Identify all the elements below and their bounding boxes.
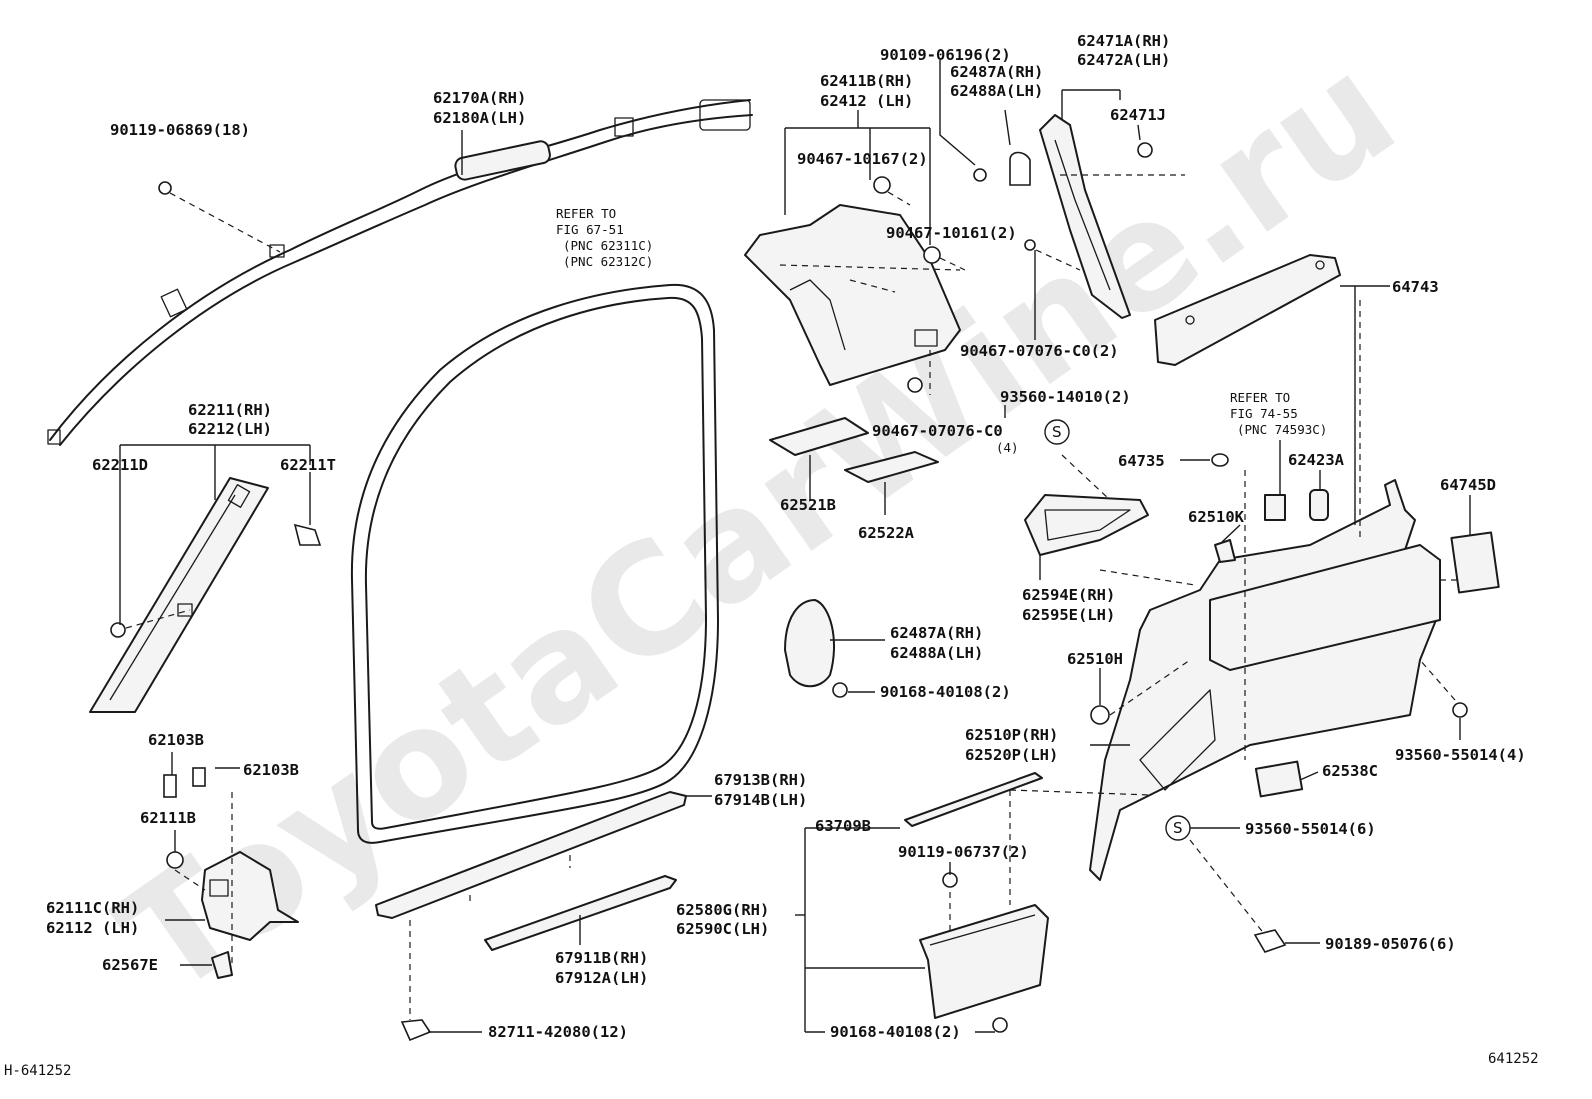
service-hole-cover [784, 599, 836, 688]
label-90168-40108-bottom: 90168-40108(2) [830, 1023, 961, 1041]
label-62522A: 62522A [858, 524, 915, 542]
clip-62510K [1214, 539, 1236, 563]
s-mark-upper-text: S [1052, 423, 1062, 441]
label-62111C: 62111C(RH) [46, 899, 139, 917]
scuff-plate-front [375, 791, 687, 1020]
label-62538C: 62538C [1322, 762, 1378, 780]
label-82711-42080: 82711-42080(12) [488, 1023, 628, 1041]
label-90119-06869: 90119-06869(18) [110, 121, 250, 139]
s-mark-lower-text: S [1173, 819, 1183, 837]
rear-quarter-trim [1089, 300, 1470, 881]
label-62471A: 62471A(RH) [1077, 32, 1170, 50]
label-62488A-top: 62488A(LH) [950, 82, 1043, 100]
label-62112: 62112 (LH) [46, 919, 139, 937]
deck-side-box [919, 790, 1049, 1019]
label-90168-40108-mid: 90168-40108(2) [880, 683, 1011, 701]
label-62103B-a: 62103B [148, 731, 204, 749]
ref-fig-74-55-line1: REFER TO [1230, 390, 1290, 405]
label-62580G: 62580G(RH) [676, 901, 769, 919]
label-62510H: 62510H [1067, 650, 1123, 668]
label-62412: 62412 (LH) [820, 92, 913, 110]
label-62567E: 62567E [102, 956, 158, 974]
label-62487A-mid: 62487A(RH) [890, 624, 983, 642]
label-67911B: 67911B(RH) [555, 949, 648, 967]
label-62211T: 62211T [280, 456, 336, 474]
cap-64735 [1211, 453, 1229, 467]
label-62590C: 62590C(LH) [676, 920, 769, 938]
felt-pad-62522A [844, 451, 939, 483]
label-62471J: 62471J [1110, 106, 1166, 124]
quarter-pillar-garnish [1039, 114, 1185, 319]
door-weatherstrip [350, 283, 719, 844]
label-67914B: 67914B(LH) [714, 791, 807, 809]
label-90109-06196: 90109-06196(2) [880, 46, 1011, 64]
label-90467-07076-b: 90467-07076-C0 [872, 422, 1003, 440]
s-mark-upper [1044, 419, 1070, 445]
ref-fig-67-51-line4: (PNC 62312C) [563, 254, 653, 269]
label-62472A: 62472A(LH) [1077, 51, 1170, 69]
label-90467-07076-b-qty: (4) [996, 440, 1019, 455]
label-64743: 64743 [1392, 278, 1439, 296]
center-pillar-garnish [744, 204, 961, 386]
label-62180A: 62180A(LH) [433, 109, 526, 127]
label-62111B: 62111B [140, 809, 196, 827]
label-90467-10167: 90467-10167(2) [797, 150, 928, 168]
label-93560-55014-4: 93560-55014(4) [1395, 746, 1526, 764]
scuff-plate-lower [484, 875, 677, 951]
label-62211: 62211(RH) [188, 401, 272, 419]
pad-62423A [1309, 489, 1329, 521]
label-62423A: 62423A [1288, 451, 1345, 469]
label-67913B: 67913B(RH) [714, 771, 807, 789]
label-62103B-b: 62103B [243, 761, 299, 779]
label-90119-06737: 90119-06737(2) [898, 843, 1029, 861]
label-62520P: 62520P(LH) [965, 746, 1058, 764]
leader-lines [119, 60, 1471, 1033]
label-62510P: 62510P(RH) [965, 726, 1058, 744]
assist-grip [1024, 494, 1149, 556]
label-62411B: 62411B(RH) [820, 72, 913, 90]
ref-fig-74-55-line2: FIG 74-55 [1230, 406, 1298, 421]
clip-62567E [211, 951, 233, 979]
part-labels: 90119-06869(18) 62170A(RH) 62180A(LH) 62… [4, 32, 1539, 1079]
label-62510K: 62510K [1188, 508, 1245, 526]
roof-airbag-part [47, 99, 753, 446]
label-63709B: 63709B [815, 817, 871, 835]
label-64735: 64735 [1118, 452, 1165, 470]
label-93560-14010: 93560-14010(2) [1000, 388, 1131, 406]
label-62594E: 62594E(RH) [1022, 586, 1115, 604]
label-62595E: 62595E(LH) [1022, 606, 1115, 624]
label-62170A: 62170A(RH) [433, 89, 526, 107]
label-62521B: 62521B [780, 496, 836, 514]
pad-62538C [1254, 760, 1304, 798]
label-67912A: 67912A(LH) [555, 969, 648, 987]
label-93560-55014-6: 93560-55014(6) [1245, 820, 1376, 838]
retainer-strip-63709B [904, 772, 1043, 827]
trim-board-64743 [1154, 254, 1341, 366]
ref-fig-67-51-line2: FIG 67-51 [556, 222, 624, 237]
ref-part-74593C [1264, 494, 1286, 521]
label-62487A-top: 62487A(RH) [950, 63, 1043, 81]
footer-right-code: 641252 [1488, 1051, 1539, 1067]
label-62212: 62212(LH) [188, 420, 272, 438]
label-64745D: 64745D [1440, 476, 1496, 494]
label-62211D: 62211D [92, 456, 148, 474]
ref-fig-74-55-line3: (PNC 74593C) [1237, 422, 1327, 437]
front-pillar-garnish [89, 477, 269, 713]
label-90189-05076: 90189-05076(6) [1325, 935, 1456, 953]
ref-fig-67-51-line1: REFER TO [556, 206, 616, 221]
footer-left-code: H-641252 [4, 1063, 71, 1079]
pad-64745D [1450, 531, 1500, 594]
label-90467-07076-a: 90467-07076-C0(2) [960, 342, 1119, 360]
label-62488A-mid: 62488A(LH) [890, 644, 983, 662]
ref-fig-67-51-line3: (PNC 62311C) [563, 238, 653, 253]
label-90467-10161: 90467-10161(2) [886, 224, 1017, 242]
felt-pad-62521B [769, 417, 869, 456]
fasteners [110, 142, 1468, 1042]
cowl-side-trim [174, 792, 299, 965]
